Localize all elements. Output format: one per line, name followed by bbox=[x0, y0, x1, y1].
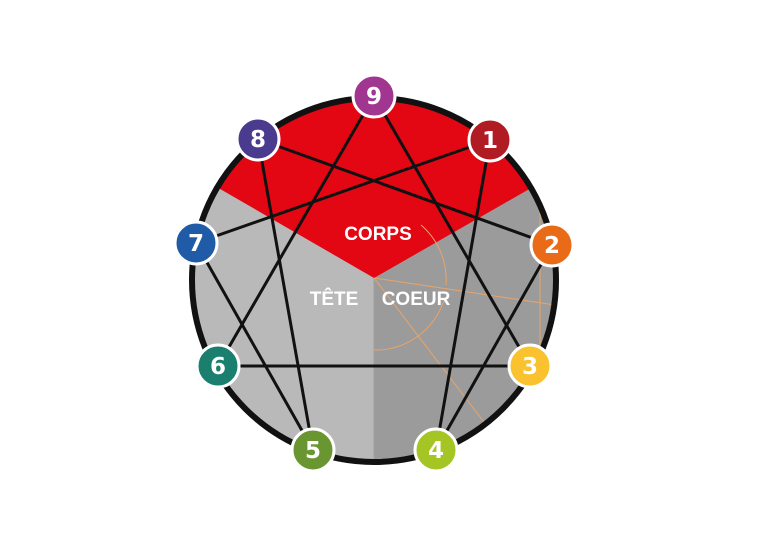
node-circle-9 bbox=[351, 73, 397, 119]
node-number-4: 4 bbox=[428, 438, 444, 464]
node-circle-8 bbox=[235, 116, 281, 162]
coeur-label: COEUR bbox=[382, 289, 451, 310]
node-1: 1 bbox=[467, 117, 513, 163]
node-circle-1 bbox=[467, 117, 513, 163]
node-number-9: 9 bbox=[366, 84, 382, 110]
node-circle-6 bbox=[195, 343, 241, 389]
node-circle-4 bbox=[413, 427, 459, 473]
node-6: 6 bbox=[195, 343, 241, 389]
connection-7-1 bbox=[195, 138, 491, 245]
node-8: 8 bbox=[235, 116, 281, 162]
node-number-6: 6 bbox=[210, 354, 226, 380]
node-group: 9 1 2 3 4 5 6 7 8 bbox=[173, 73, 575, 473]
connection-8-5 bbox=[256, 138, 315, 451]
node-number-3: 3 bbox=[522, 354, 538, 380]
node-number-8: 8 bbox=[250, 127, 266, 153]
corps-label: CORPS bbox=[344, 224, 412, 245]
node-number-5: 5 bbox=[305, 438, 321, 464]
connection-2-8 bbox=[257, 137, 553, 247]
node-number-2: 2 bbox=[544, 233, 560, 259]
region-group bbox=[192, 98, 556, 462]
node-circle-3 bbox=[507, 343, 553, 389]
node-circle-5 bbox=[290, 427, 336, 473]
node-4: 4 bbox=[413, 427, 459, 473]
node-number-7: 7 bbox=[188, 231, 204, 257]
node-2: 2 bbox=[529, 222, 575, 268]
connection-9-3 bbox=[372, 95, 532, 367]
node-9: 9 bbox=[351, 73, 397, 119]
connection-6-9 bbox=[216, 95, 376, 367]
node-7: 7 bbox=[173, 220, 219, 266]
node-circle-7 bbox=[173, 220, 219, 266]
node-3: 3 bbox=[507, 343, 553, 389]
connection-4-2 bbox=[434, 244, 554, 451]
node-5: 5 bbox=[290, 427, 336, 473]
node-circle-2 bbox=[529, 222, 575, 268]
node-number-1: 1 bbox=[482, 128, 498, 154]
tete-label: TÊTE bbox=[310, 288, 359, 310]
connection-lines bbox=[194, 95, 554, 451]
connection-1-4 bbox=[434, 139, 492, 451]
connection-5-7 bbox=[194, 242, 315, 451]
